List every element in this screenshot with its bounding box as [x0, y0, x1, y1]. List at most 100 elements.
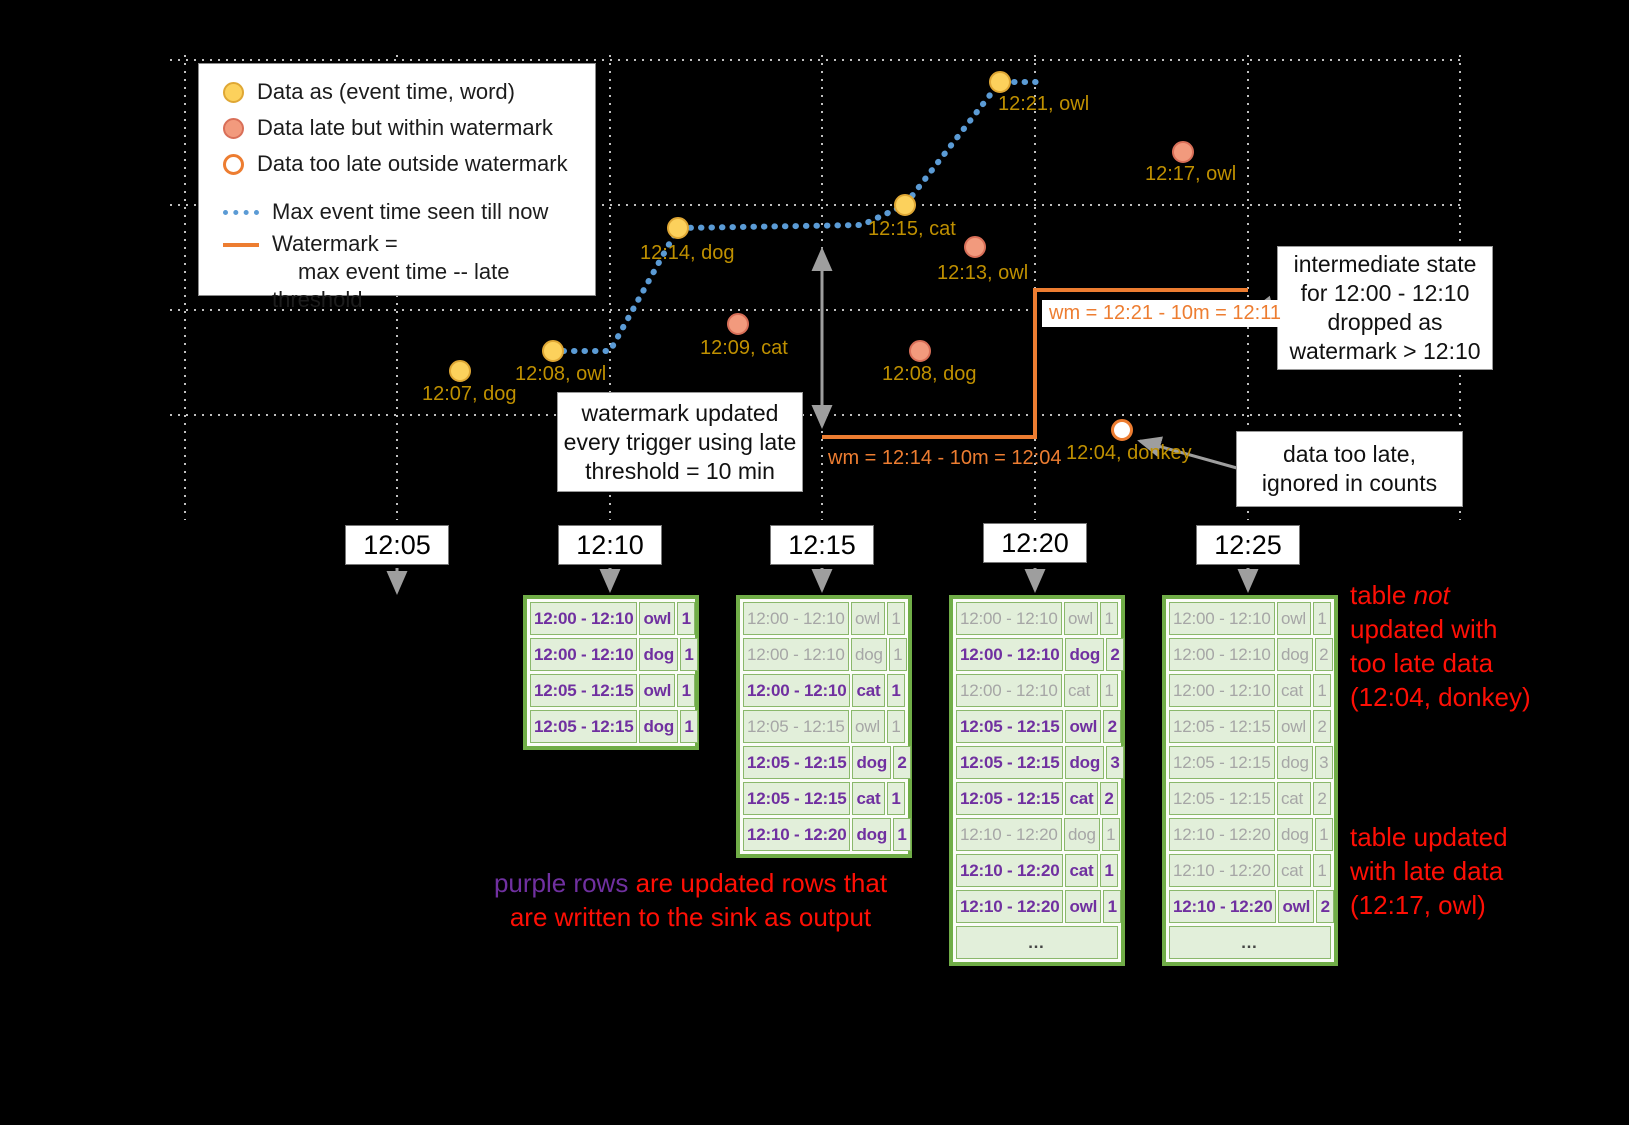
legend: Data as (event time, word) Data late but… — [198, 63, 596, 312]
window-cell: 12:00 - 12:10 — [743, 602, 849, 635]
note-line: table updated — [1350, 822, 1508, 852]
note-line: every trigger using late — [563, 428, 797, 455]
window-cell: 12:00 - 12:10 — [530, 602, 638, 635]
word-cell: dog — [1277, 638, 1313, 671]
window-cell: 12:00 - 12:10 — [1169, 638, 1275, 671]
window-cell: 12:10 - 12:20 — [1169, 854, 1275, 887]
legend-item: Data as (event time, word) — [223, 74, 595, 110]
legend-item: Data too late outside watermark — [223, 146, 595, 182]
event-point — [1111, 419, 1133, 441]
word-cell: owl — [639, 674, 676, 707]
event-point-label: 12:08, dog — [882, 363, 977, 385]
count-cell: 2 — [893, 746, 912, 779]
event-point — [727, 313, 749, 335]
word-cell: dog — [1277, 746, 1313, 779]
note-line: for 12:00 - 12:10 — [1300, 280, 1470, 306]
count-cell: 1 — [1101, 818, 1120, 851]
table-more-row: … — [1169, 926, 1331, 959]
not-updated-prefix: table — [1350, 580, 1414, 610]
word-cell: owl — [1065, 890, 1102, 923]
trigger-time-12-05: 12:05 — [345, 525, 449, 565]
event-point — [542, 340, 564, 362]
event-point-label: 12:08, owl — [515, 363, 607, 385]
count-cell: 1 — [680, 638, 699, 671]
count-cell: 1 — [1100, 602, 1118, 635]
note-line: watermark > 12:10 — [1289, 338, 1481, 364]
legend-label: Watermark = max event time -- late thres… — [272, 230, 595, 314]
count-cell: 1 — [887, 782, 905, 815]
too-late-dot-icon — [223, 153, 244, 175]
word-cell: cat — [1277, 674, 1311, 707]
count-cell: 2 — [1103, 710, 1122, 743]
note-line: threshold = 10 min — [585, 457, 775, 484]
count-cell: 1 — [1103, 890, 1122, 923]
count-cell: 3 — [1314, 746, 1333, 779]
late-dot-icon — [223, 117, 244, 139]
window-cell: 12:05 - 12:15 — [743, 710, 849, 743]
trigger-time-12-10: 12:10 — [558, 525, 662, 565]
count-cell: 1 — [888, 638, 907, 671]
legend-label: Data too late outside watermark — [257, 151, 568, 176]
count-cell: 2 — [1100, 782, 1118, 815]
word-cell: dog — [639, 638, 679, 671]
trigger-time-12-15: 12:15 — [770, 525, 874, 565]
count-cell: 3 — [1106, 746, 1125, 779]
word-cell: cat — [1064, 674, 1098, 707]
table-more-row: … — [956, 926, 1118, 959]
on-time-dot-icon — [223, 81, 244, 103]
word-cell: owl — [1277, 710, 1311, 743]
event-point-label: 12:09, cat — [700, 337, 788, 359]
event-point — [449, 360, 471, 382]
window-cell: 12:00 - 12:10 — [743, 638, 849, 671]
purple-rows-note-line2: are written to the sink as output — [509, 902, 872, 932]
count-cell: 2 — [1106, 638, 1125, 671]
max-event-time-line-icon — [223, 209, 259, 215]
not-updated-line1: table not — [1350, 578, 1531, 612]
event-point-label: 12:07, dog — [422, 383, 517, 405]
note-line: with late data — [1350, 856, 1504, 886]
legend-item: Watermark = max event time -- late thres… — [223, 230, 595, 314]
ellipsis-cell: … — [1169, 926, 1331, 959]
watermark-line-icon — [223, 243, 259, 247]
note-line: (12:04, donkey) — [1350, 682, 1531, 712]
legend-item: Data late but within watermark — [223, 110, 595, 146]
word-cell: owl — [851, 602, 885, 635]
event-point — [1172, 141, 1194, 163]
word-cell: owl — [1064, 602, 1098, 635]
legend-label: Data late but within watermark — [257, 115, 553, 140]
word-cell: dog — [1277, 818, 1313, 851]
count-cell: 2 — [1314, 638, 1333, 671]
state-dropped-note: intermediate state for 12:00 - 12:10 dro… — [1277, 246, 1493, 370]
count-cell: 1 — [1100, 854, 1118, 887]
note-line: too late data — [1350, 648, 1494, 678]
count-cell: 1 — [1313, 674, 1331, 707]
purple-rows-highlight: purple rows — [493, 868, 629, 898]
window-cell: 12:05 - 12:15 — [956, 782, 1064, 815]
event-point-label: 12:17, owl — [1145, 163, 1237, 185]
too-late-note: data too late, ignored in counts — [1236, 431, 1463, 507]
watermark-update-note: watermark updated every trigger using la… — [557, 392, 803, 492]
trigger-arrows — [386, 568, 1259, 595]
window-cell: 12:05 - 12:15 — [1169, 746, 1275, 779]
note-line: ignored in counts — [1261, 470, 1438, 496]
word-cell: owl — [851, 710, 885, 743]
window-cell: 12:05 - 12:15 — [1169, 710, 1275, 743]
note-line: data too late, — [1283, 441, 1416, 467]
word-cell: dog — [639, 710, 679, 743]
purple-rows-note: purple rows are updated rows that are wr… — [468, 866, 913, 934]
word-cell: dog — [852, 746, 892, 779]
